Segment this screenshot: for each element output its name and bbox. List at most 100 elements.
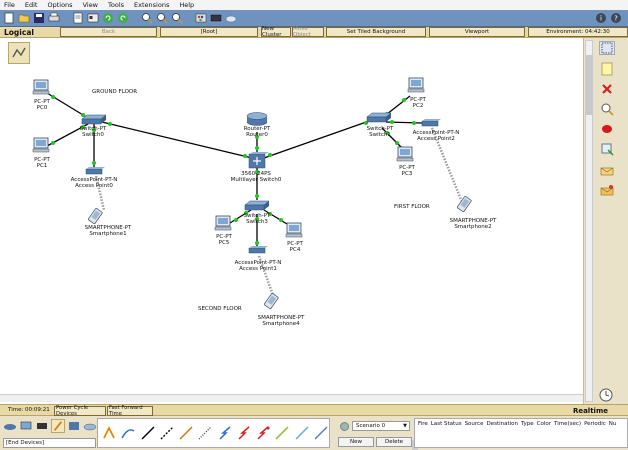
auto-connection-icon[interactable] bbox=[101, 424, 117, 442]
zoom-out-icon[interactable] bbox=[171, 12, 183, 24]
column-last-status[interactable]: Last Status bbox=[430, 420, 462, 427]
connections-icon[interactable] bbox=[51, 419, 65, 433]
move-object-button[interactable]: Move Object bbox=[292, 26, 324, 38]
custom-device-icon[interactable] bbox=[210, 12, 222, 24]
zoom-in-icon[interactable] bbox=[141, 12, 153, 24]
column-destination[interactable]: Destination bbox=[486, 420, 519, 427]
palette-icon[interactable] bbox=[195, 12, 207, 24]
environment-button[interactable]: Environment: 04:42:30 bbox=[528, 27, 628, 37]
new-icon[interactable] bbox=[3, 12, 15, 24]
scenario-select[interactable]: Scenario 0▼ bbox=[352, 421, 410, 431]
octal-cable-icon[interactable] bbox=[274, 424, 290, 442]
new-scenario-button[interactable]: New bbox=[338, 437, 374, 447]
fiber-icon[interactable] bbox=[178, 424, 194, 442]
resize-icon[interactable] bbox=[599, 142, 615, 156]
logical-tab[interactable]: Logical bbox=[4, 28, 34, 37]
multiuser-icon[interactable] bbox=[83, 419, 97, 433]
realtime-clock-icon[interactable] bbox=[598, 388, 614, 402]
link-switch0-multilayer bbox=[101, 121, 253, 159]
column-periodic[interactable]: Periodic bbox=[584, 420, 606, 427]
inspect-icon[interactable] bbox=[599, 102, 615, 116]
info-icon[interactable]: i bbox=[595, 12, 607, 24]
add-complex-pdu-icon[interactable] bbox=[599, 184, 615, 198]
horizontal-scrollbar[interactable] bbox=[0, 394, 583, 402]
redo-icon[interactable] bbox=[117, 12, 129, 24]
menu-tools[interactable]: Tools bbox=[108, 1, 125, 9]
delete-scenario-button[interactable]: Delete bbox=[376, 437, 412, 447]
open-icon[interactable] bbox=[18, 12, 30, 24]
serial-dte-icon[interactable] bbox=[255, 424, 271, 442]
vertical-scrollbar[interactable] bbox=[585, 40, 593, 402]
pdu-table-header: Fire Last Status Source Destination Type… bbox=[415, 419, 627, 428]
column-type[interactable]: Type bbox=[521, 420, 534, 427]
menu-help[interactable]: Help bbox=[179, 1, 195, 9]
phone-cable-icon[interactable] bbox=[197, 424, 213, 442]
column-color[interactable]: Color bbox=[536, 420, 552, 427]
new-cluster-button[interactable]: New Cluster bbox=[261, 26, 291, 38]
menu-file[interactable]: File bbox=[4, 1, 15, 9]
add-simple-pdu-icon[interactable] bbox=[599, 164, 615, 178]
menu-options[interactable]: Options bbox=[47, 1, 73, 9]
cloud-icon[interactable] bbox=[225, 12, 237, 24]
delete-icon[interactable] bbox=[599, 82, 615, 96]
undo-icon[interactable] bbox=[102, 12, 114, 24]
help-icon[interactable]: ? bbox=[610, 12, 622, 24]
scroll-thumb[interactable] bbox=[586, 55, 592, 115]
copper-straight-through-icon[interactable] bbox=[140, 424, 156, 442]
floor-label-second: SECOND FLOOR bbox=[198, 306, 242, 312]
components-icon[interactable] bbox=[35, 419, 49, 433]
column-source[interactable]: Source bbox=[464, 420, 484, 427]
save-icon[interactable] bbox=[33, 12, 45, 24]
fast-forward-time-button[interactable]: Fast Forward Time bbox=[107, 405, 153, 417]
network-devices-icon[interactable] bbox=[3, 419, 17, 433]
root-button[interactable]: [Root] bbox=[160, 27, 258, 37]
power-cycle-devices-button[interactable]: Power Cycle Devices bbox=[54, 405, 106, 417]
print-icon[interactable] bbox=[48, 12, 60, 24]
viewport-button[interactable]: Viewport bbox=[429, 27, 525, 37]
set-tiled-background-button[interactable]: Set Tiled Background bbox=[326, 27, 426, 37]
column-num[interactable]: Nu bbox=[608, 420, 617, 427]
coaxial-icon[interactable] bbox=[217, 424, 233, 442]
network-info-icon[interactable] bbox=[87, 12, 99, 24]
iot-custom-cable-icon[interactable] bbox=[294, 424, 310, 442]
column-fire[interactable]: Fire bbox=[418, 420, 428, 427]
navigation-icon[interactable] bbox=[8, 42, 30, 64]
usb-cable-icon[interactable] bbox=[313, 424, 329, 442]
end-devices-icon[interactable] bbox=[19, 419, 33, 433]
activity-wizard-icon[interactable] bbox=[72, 12, 84, 24]
note-icon[interactable] bbox=[599, 62, 615, 76]
serial-dce-icon[interactable] bbox=[236, 424, 252, 442]
logical-workspace[interactable]: GROUND FLOOR FIRST FLOOR SECOND FLOOR PC… bbox=[0, 38, 583, 394]
menu-edit[interactable]: Edit bbox=[24, 1, 38, 9]
zoom-reset-icon[interactable] bbox=[156, 12, 168, 24]
misc-icon[interactable] bbox=[67, 419, 81, 433]
copper-cross-over-icon[interactable] bbox=[159, 424, 175, 442]
draw-shape-icon[interactable] bbox=[599, 122, 615, 136]
console-cable-icon[interactable] bbox=[120, 424, 136, 442]
back-button[interactable]: Back bbox=[60, 27, 157, 37]
realtime-mode-label[interactable]: Realtime bbox=[572, 407, 608, 415]
column-time[interactable]: Time(sec) bbox=[554, 420, 582, 427]
menu-view[interactable]: View bbox=[82, 1, 99, 9]
select-icon[interactable] bbox=[599, 41, 615, 55]
common-tools-bar bbox=[583, 38, 628, 405]
smartphone-icon bbox=[88, 196, 472, 310]
menu-extensions[interactable]: Extensions bbox=[134, 1, 170, 9]
